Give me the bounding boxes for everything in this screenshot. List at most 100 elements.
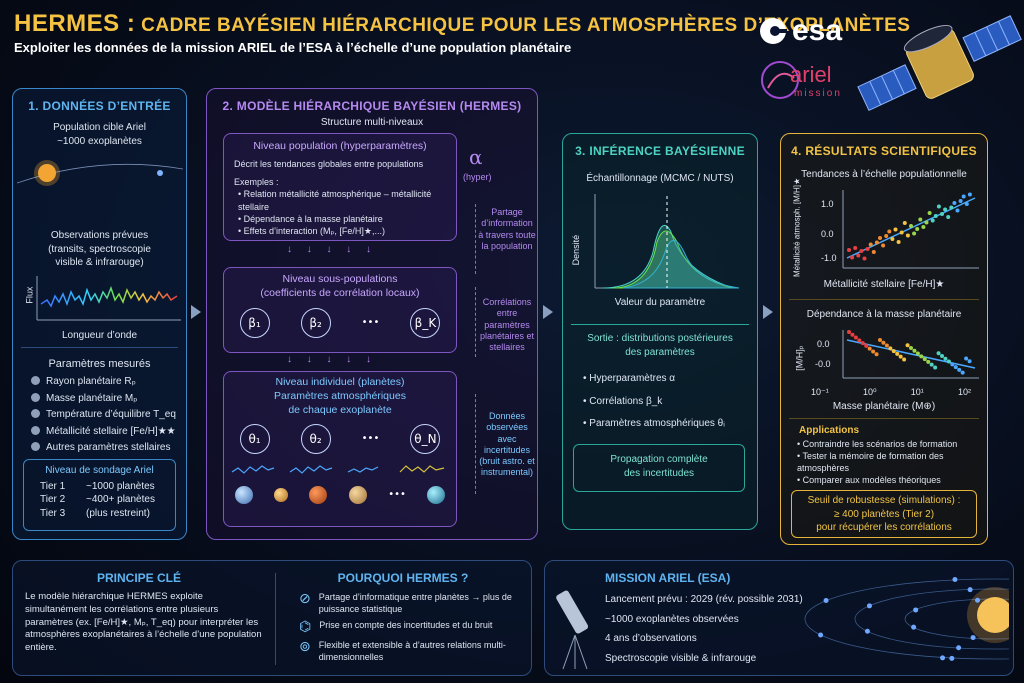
scatter-point [887, 229, 892, 234]
esa-logo-icon [760, 18, 787, 44]
list-item: • Paramètres atmosphériques θᵢ [583, 418, 725, 429]
scatter-point [926, 359, 931, 364]
side-line [475, 394, 476, 494]
alpha-symbol: α [469, 145, 483, 169]
scatter-point [964, 202, 969, 206]
scatter-point [856, 253, 861, 258]
planet-icon [309, 485, 328, 504]
plot2-xlabel: Masse planétaire (M⊕) [832, 401, 936, 412]
bottom-left-panel: PRINCIPE CLÉ Le modèle hiérarchique HERM… [12, 560, 532, 676]
scatter-point [921, 225, 926, 229]
scatter-point [850, 255, 855, 260]
scatter-point [955, 208, 960, 213]
scatter-point [918, 217, 923, 222]
plot1-title: Tendances à l’échelle populationnelle [801, 169, 967, 180]
ellipsis: ••• [361, 432, 380, 444]
bottom-right-panel: MISSION ARIEL (ESA) Lancement prévu : 20… [544, 560, 1014, 676]
scatter-point [888, 346, 893, 351]
scatter-point [893, 227, 898, 232]
scatter-point [847, 330, 851, 334]
scatter-point [874, 240, 879, 245]
scatter-point [871, 349, 876, 354]
side-line [475, 287, 476, 357]
panel-results: 4. RÉSULTATS SCIENTIFIQUES Tendances à l… [780, 133, 988, 545]
tick-label: 0.0 [817, 339, 830, 349]
flux-label: Flux [24, 286, 35, 304]
side-line [475, 204, 476, 274]
solar-system-icon [804, 576, 1009, 661]
scatter-plot-1 [842, 190, 979, 269]
flex-icon: ⊚ [299, 639, 311, 656]
ariel-logo: ariel mission [760, 58, 850, 104]
scatter-point [850, 332, 855, 337]
scatter-point [857, 338, 862, 343]
scatter-point [878, 338, 882, 342]
orbit-planet [911, 624, 917, 630]
params-heading: Paramètres mesurés [48, 358, 151, 370]
structure-label: Structure multi-niveaux [320, 117, 424, 128]
scatter-point [884, 343, 889, 348]
propagation-box: Propagation complète des incertitudes [573, 444, 745, 492]
output-list: • Hyperparamètres α • Corrélations β_k •… [583, 372, 725, 431]
scatter-point [927, 211, 932, 215]
satellite-icon [857, 15, 1022, 112]
orbit-planet [823, 598, 829, 604]
planet-icon [234, 485, 253, 504]
page-subtitle: Exploiter les données de la mission ARIE… [14, 40, 572, 55]
scatter-plot-2 [842, 330, 979, 379]
scatter-point [859, 249, 864, 253]
scatter-point [902, 221, 907, 225]
scatter-point [912, 348, 917, 353]
scatter-point [961, 194, 966, 199]
planet-icon [427, 485, 446, 504]
scatter-point [919, 354, 924, 359]
orbit-planet [949, 655, 955, 661]
panel-input-data: 1. DONNÉES D’ENTRÉE Population cible Ari… [12, 88, 187, 540]
share-icon: ⊘ [299, 591, 311, 607]
scatter-point [915, 227, 920, 231]
observations-label: Observations prévues(transits, spectrosc… [48, 230, 151, 268]
scatter-point [874, 352, 879, 357]
scatter-point [929, 362, 934, 367]
panel1-heading: 1. DONNÉES D’ENTRÉE [28, 99, 171, 113]
list-item: • Comparer aux modèles théoriques [797, 475, 941, 486]
sampling-label: Échantillonnage (MCMC / NUTS) [586, 173, 734, 184]
scatter-point [902, 357, 907, 362]
noise-icon: ⌬ [299, 619, 312, 636]
spectra-lines [231, 464, 445, 474]
scatter-point [905, 343, 910, 348]
scatter-point [878, 236, 882, 240]
orbit-planet [970, 635, 976, 641]
scatter-point [922, 357, 927, 362]
tick-label: 1.0 [821, 199, 834, 209]
scatter-point [946, 215, 951, 219]
plot1-ylabel: Métallicité atmosph. [M/H]★ [792, 177, 802, 278]
ellipsis: ••• [361, 317, 380, 329]
star-orbit-icon [17, 160, 183, 186]
list-item: ⌬Prise en compte des incertitudes et du … [299, 619, 493, 636]
scatter-point [860, 341, 865, 346]
scatter-point [905, 233, 910, 238]
list-item: ⊚Flexible et extensible à d’autres relat… [299, 639, 506, 663]
list-item: • Corrélations β_k [583, 395, 663, 407]
scatter-point [949, 205, 954, 210]
spectrum-chart [36, 276, 181, 321]
scatter-point [936, 204, 941, 209]
down-arrows: ↓ ↓ ↓ ↓ ↓ [286, 244, 378, 255]
scatter-point [847, 248, 851, 252]
scatter-point [933, 214, 938, 218]
down-arrows: ↓ ↓ ↓ ↓ ↓ [286, 354, 378, 365]
density-label: Densité [571, 234, 582, 266]
scatter-point [899, 230, 904, 235]
tick-label: -1.0 [821, 253, 837, 263]
why-heading: POURQUOI HERMES ? [337, 571, 469, 585]
scatter-point [912, 231, 917, 236]
beta-node: β₂ [300, 308, 331, 339]
theta-node: θ₂ [300, 423, 331, 454]
subpopulation-level-box: Niveau sous-populations (coefficients de… [223, 267, 457, 353]
scatter-point [940, 354, 944, 358]
